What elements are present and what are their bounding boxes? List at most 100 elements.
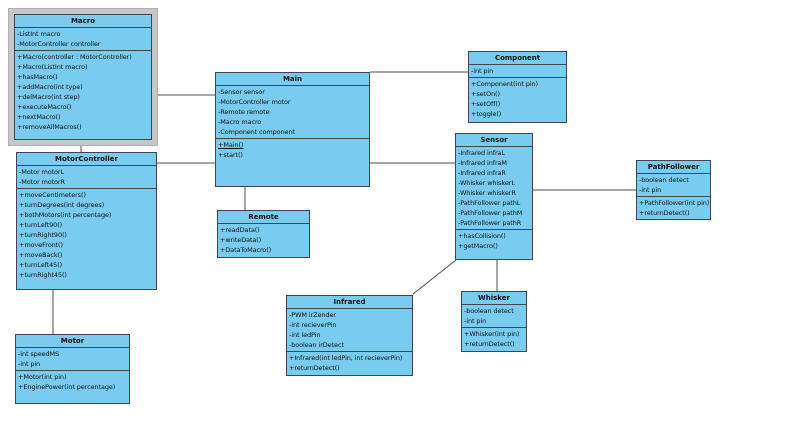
class-box-infrared[interactable]: Infrared -PWM irZender -int recieverPin -in… bbox=[286, 295, 413, 376]
class-box-component[interactable]: Component -int pin +Component(int pin) +set… bbox=[468, 51, 567, 123]
class-attribute: -boolean irDetect bbox=[289, 341, 344, 349]
class-method: +Motor(int pin) bbox=[18, 373, 67, 381]
class-attribute: -int ledPin bbox=[289, 331, 321, 339]
class-method: +DataToMacro() bbox=[220, 246, 272, 254]
class-attribute: -int pin bbox=[639, 186, 662, 194]
attributes-compartment: -Motor motorL -Motor motorR bbox=[17, 166, 156, 189]
class-method: +Macro(ListInt macro) bbox=[17, 63, 88, 71]
class-method: +Whisker(int pin) bbox=[464, 330, 520, 338]
methods-compartment: +Infrared(int ledPin, int recieverPin) +r… bbox=[287, 352, 412, 375]
class-box-motorcontroller[interactable]: MotorController-Motor motorL-Motor motor… bbox=[16, 152, 157, 290]
class-attribute: -Whisker whiskerL bbox=[458, 179, 515, 187]
class-attribute: -MotorController motor bbox=[218, 98, 291, 106]
class-attribute: -Infrared infraL bbox=[458, 149, 505, 157]
class-attribute: -Infrared infraR bbox=[458, 169, 506, 177]
class-attribute: -PathFollower pathR bbox=[458, 219, 522, 227]
class-attribute: -PathFollower pathL bbox=[458, 199, 521, 207]
class-method: +nextMacro() bbox=[17, 113, 61, 121]
class-attribute: -boolean detect bbox=[464, 307, 514, 315]
class-box-whisker[interactable]: Whisker -boolean detect -int pin +Whisker(i… bbox=[461, 291, 527, 352]
class-box-main[interactable]: Main -Sensor sensor -MotorController motor… bbox=[215, 72, 370, 187]
class-attribute: -int pin bbox=[18, 360, 41, 368]
class-method: +Main() bbox=[218, 141, 244, 149]
class-method: +moveFront() bbox=[19, 241, 63, 249]
class-title: PathFollower bbox=[637, 161, 710, 174]
class-title: Infrared bbox=[287, 296, 412, 309]
class-method: +toggle() bbox=[471, 110, 502, 118]
class-method: +setOff() bbox=[471, 100, 501, 108]
class-title: Motor bbox=[16, 335, 129, 348]
attributes-compartment: -int speedMS -int pin bbox=[16, 348, 129, 371]
class-method: +hasMacro() bbox=[17, 73, 58, 81]
class-method: +returnDetect() bbox=[464, 340, 515, 348]
class-attribute: -int speedMS bbox=[18, 350, 60, 358]
class-title: Component bbox=[469, 52, 566, 65]
class-method: +Component(int pin) bbox=[471, 80, 538, 88]
class-attribute: -Remote remote bbox=[218, 108, 270, 116]
class-method: +Macro(controller : MotorController) bbox=[17, 53, 132, 61]
attributes-compartment: -Sensor sensor -MotorController motor -Rem… bbox=[216, 86, 369, 139]
class-method: +delMacro(int step) bbox=[17, 93, 80, 101]
attributes-compartment: -int pin bbox=[469, 65, 566, 78]
methods-compartment: +PathFollower(int pin) +returnDetect() bbox=[637, 197, 710, 219]
class-method: +returnDetect() bbox=[639, 209, 690, 217]
class-method: +EnginePower(int percentage) bbox=[18, 383, 116, 391]
class-attribute: -int pin bbox=[464, 317, 487, 325]
connector-sensor-to-infrared bbox=[412, 259, 457, 295]
class-title: Sensor bbox=[456, 134, 532, 147]
class-method: +moveBack() bbox=[19, 251, 63, 259]
class-method: +addMacro(int type) bbox=[17, 83, 83, 91]
class-title: Macro bbox=[15, 15, 151, 28]
methods-compartment: +Main() +start() bbox=[216, 139, 369, 186]
attributes-compartment: -Infrared infraL -Infrared infraM -Infrare… bbox=[456, 147, 532, 230]
class-method: +turnRight90() bbox=[19, 231, 67, 239]
class-method: +returnDetect() bbox=[289, 364, 340, 372]
class-attribute: -Component component bbox=[218, 128, 295, 136]
class-method: +getMacro() bbox=[458, 242, 498, 250]
class-attribute: -Whisker whiskerR bbox=[458, 189, 516, 197]
class-box-pathfollower[interactable]: PathFollower -boolean detect -int pin +Path… bbox=[636, 160, 711, 220]
attributes-compartment: -boolean detect -int pin bbox=[637, 174, 710, 197]
class-method: +writeData() bbox=[220, 236, 262, 244]
class-title: Whisker bbox=[462, 292, 526, 305]
class-attribute: -Motor motorL bbox=[19, 168, 65, 176]
class-method: +removeAllMacros() bbox=[17, 123, 82, 131]
class-box-macro[interactable]: Macro -ListInt macro -MotorController cont… bbox=[14, 14, 152, 140]
class-method: +readData() bbox=[220, 226, 260, 234]
class-attribute: -Macro macro bbox=[218, 118, 262, 126]
class-method: +Infrared(int ledPin, int recieverPin) bbox=[289, 354, 403, 362]
class-method: +turnRight45() bbox=[19, 271, 67, 279]
attributes-compartment: -ListInt macro -MotorController controlle… bbox=[15, 28, 151, 51]
class-title: Main bbox=[216, 73, 369, 86]
class-method: +executeMacro() bbox=[17, 103, 72, 111]
class-method: +bothMotors(int percentage) bbox=[19, 211, 112, 219]
class-title: MotorController bbox=[17, 153, 156, 166]
methods-compartment: +moveCentimeters() +turnDegrees(int degre… bbox=[17, 189, 156, 289]
class-attribute: -int pin bbox=[471, 67, 494, 75]
class-attribute: -PWM irZender bbox=[289, 311, 336, 319]
class-method: +turnLeft90() bbox=[19, 221, 63, 229]
class-method: +moveCentimeters() bbox=[19, 191, 86, 199]
methods-compartment: +Motor(int pin) +EnginePower(int percenta… bbox=[16, 371, 129, 403]
attributes-compartment: -boolean detect -int pin bbox=[462, 305, 526, 328]
class-method: +start() bbox=[218, 151, 243, 159]
class-attribute: -Motor motorR bbox=[19, 178, 65, 186]
class-box-sensor[interactable]: Sensor-Infrared infraL-Infrared infraM-I… bbox=[455, 133, 533, 260]
class-attribute: -PathFollower pathM bbox=[458, 209, 523, 217]
class-method: +turnDegrees(int degrees) bbox=[19, 201, 105, 209]
class-method: +turnLeft45() bbox=[19, 261, 63, 269]
class-title: Remote bbox=[218, 211, 309, 224]
class-attribute: -Infrared infraM bbox=[458, 159, 507, 167]
class-attribute: -ListInt macro bbox=[17, 30, 61, 38]
class-box-motor[interactable]: Motor -int speedMS -int pin +Motor(int pin)… bbox=[15, 334, 130, 404]
class-attribute: -MotorController controller bbox=[17, 40, 101, 48]
class-attribute: -int recieverPin bbox=[289, 321, 337, 329]
methods-compartment: +Whisker(int pin) +returnDetect() bbox=[462, 328, 526, 351]
methods-compartment: +Macro(controller : MotorController) +Mac… bbox=[15, 51, 151, 139]
class-attribute: -boolean detect bbox=[639, 176, 689, 184]
class-method: +PathFollower(int pin) bbox=[639, 199, 710, 207]
class-box-remote[interactable]: Remote +readData() +writeData() +DataToMacr… bbox=[217, 210, 310, 258]
class-attribute: -Sensor sensor bbox=[218, 88, 265, 96]
